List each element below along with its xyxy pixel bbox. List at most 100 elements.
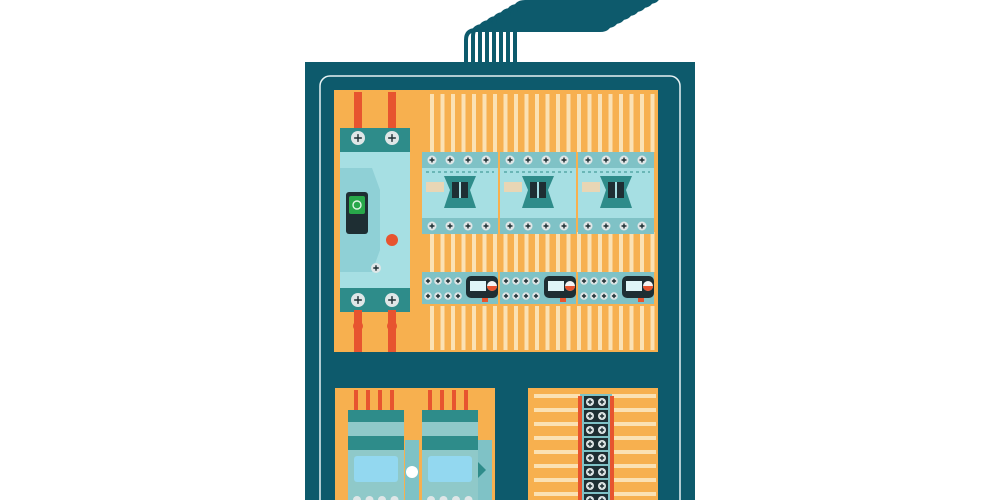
wire-strip xyxy=(608,232,613,272)
wire-strip xyxy=(451,232,455,272)
wire-strip xyxy=(535,306,539,350)
wire-strip xyxy=(461,232,466,272)
strip-wire-left xyxy=(534,394,580,398)
wire-strip xyxy=(650,306,655,350)
wire-strip xyxy=(503,306,508,350)
power-on-icon xyxy=(352,200,362,210)
relay-wire xyxy=(378,390,382,412)
screw-slot xyxy=(603,223,609,229)
screw-slot xyxy=(599,497,605,500)
wire-strip xyxy=(556,306,560,350)
contactor-gap xyxy=(537,182,539,198)
screw-slot xyxy=(603,157,609,163)
screw-slot xyxy=(513,293,519,299)
strip-wire-left xyxy=(534,408,580,412)
relay-wire xyxy=(390,390,394,412)
breaker-wire-in xyxy=(354,92,362,132)
wire-strip xyxy=(619,232,623,272)
relay-window xyxy=(354,456,398,482)
wire-strip xyxy=(503,232,508,272)
strip-wire-left xyxy=(534,478,580,482)
wire-strip xyxy=(545,232,550,272)
screw-slot xyxy=(543,223,549,229)
screw-slot xyxy=(611,293,617,299)
screw-slot xyxy=(587,455,593,461)
screw-slot xyxy=(455,293,461,299)
screw-slot xyxy=(599,413,605,419)
wiring-strips xyxy=(430,94,655,350)
screw-slot xyxy=(601,293,607,299)
screw-slot xyxy=(425,293,431,299)
screw-slot xyxy=(447,223,453,229)
wire-strip xyxy=(514,94,518,152)
relay-terminal xyxy=(439,496,448,500)
contactor-gap xyxy=(615,182,617,198)
screw-slot xyxy=(525,223,531,229)
relay-group xyxy=(348,390,492,500)
screw-slot xyxy=(591,278,597,284)
relay-terminal xyxy=(378,496,386,500)
strip-wire-right xyxy=(612,408,656,412)
screw-slot xyxy=(621,157,627,163)
meter-dial-indicator xyxy=(565,286,575,291)
wire-strip xyxy=(598,94,602,152)
strip-right-rail xyxy=(610,396,614,500)
relay-terminal xyxy=(390,496,399,500)
screw-slot xyxy=(503,293,509,299)
meter-display xyxy=(626,281,642,291)
wire-strip xyxy=(566,94,571,152)
relay-terminal xyxy=(365,496,374,500)
wire-strip xyxy=(619,306,623,350)
screw-slot xyxy=(354,134,362,142)
strip-wire-left xyxy=(534,450,580,454)
meter-display xyxy=(548,281,564,291)
relay-terminal xyxy=(464,496,473,500)
terminal-block-row xyxy=(422,272,654,304)
wire-strip xyxy=(451,306,455,350)
strip-terminal xyxy=(584,494,608,500)
wire-strip xyxy=(461,94,466,152)
strip-wire-right xyxy=(612,450,656,454)
wire-strip xyxy=(650,94,655,152)
screw-slot xyxy=(581,293,587,299)
wire-strip xyxy=(650,232,655,272)
relay-terminal xyxy=(452,496,460,500)
screw-slot xyxy=(599,469,605,475)
lug xyxy=(353,321,363,331)
wire-strip xyxy=(629,232,634,272)
wire-strip xyxy=(482,306,487,350)
breaker-wire-in xyxy=(388,92,396,132)
wire-strip xyxy=(577,306,581,350)
wire-strip xyxy=(577,232,581,272)
strip-wire-right xyxy=(612,436,656,440)
wire-strip xyxy=(556,232,560,272)
relay-terminal xyxy=(427,496,435,500)
relay-band xyxy=(422,436,478,450)
wire-strip xyxy=(493,306,497,350)
wire-strip xyxy=(493,232,497,272)
wire-strip xyxy=(629,94,634,152)
screw-slot xyxy=(533,293,539,299)
screw-slot xyxy=(483,223,489,229)
screw-slot xyxy=(483,157,489,163)
contactor-label xyxy=(426,182,444,192)
screw-slot xyxy=(599,455,605,461)
wire-strip xyxy=(440,232,445,272)
relay-top-cap xyxy=(422,410,478,422)
contactor-top-rail xyxy=(500,152,576,168)
wire-strip xyxy=(640,94,644,152)
screw-slot xyxy=(599,399,605,405)
wire-strip xyxy=(482,94,487,152)
wire-strip xyxy=(514,306,518,350)
wire-strip xyxy=(472,94,476,152)
meter-dial-indicator xyxy=(487,286,497,291)
screw-slot xyxy=(533,278,539,284)
strip-wire-right xyxy=(612,422,656,426)
screw-slot xyxy=(523,278,529,284)
wire-strip xyxy=(598,306,602,350)
screw-slot xyxy=(599,483,605,489)
screw-slot xyxy=(561,223,567,229)
relay-wire xyxy=(354,390,358,412)
screw-slot xyxy=(621,223,627,229)
wire-strip xyxy=(545,94,550,152)
